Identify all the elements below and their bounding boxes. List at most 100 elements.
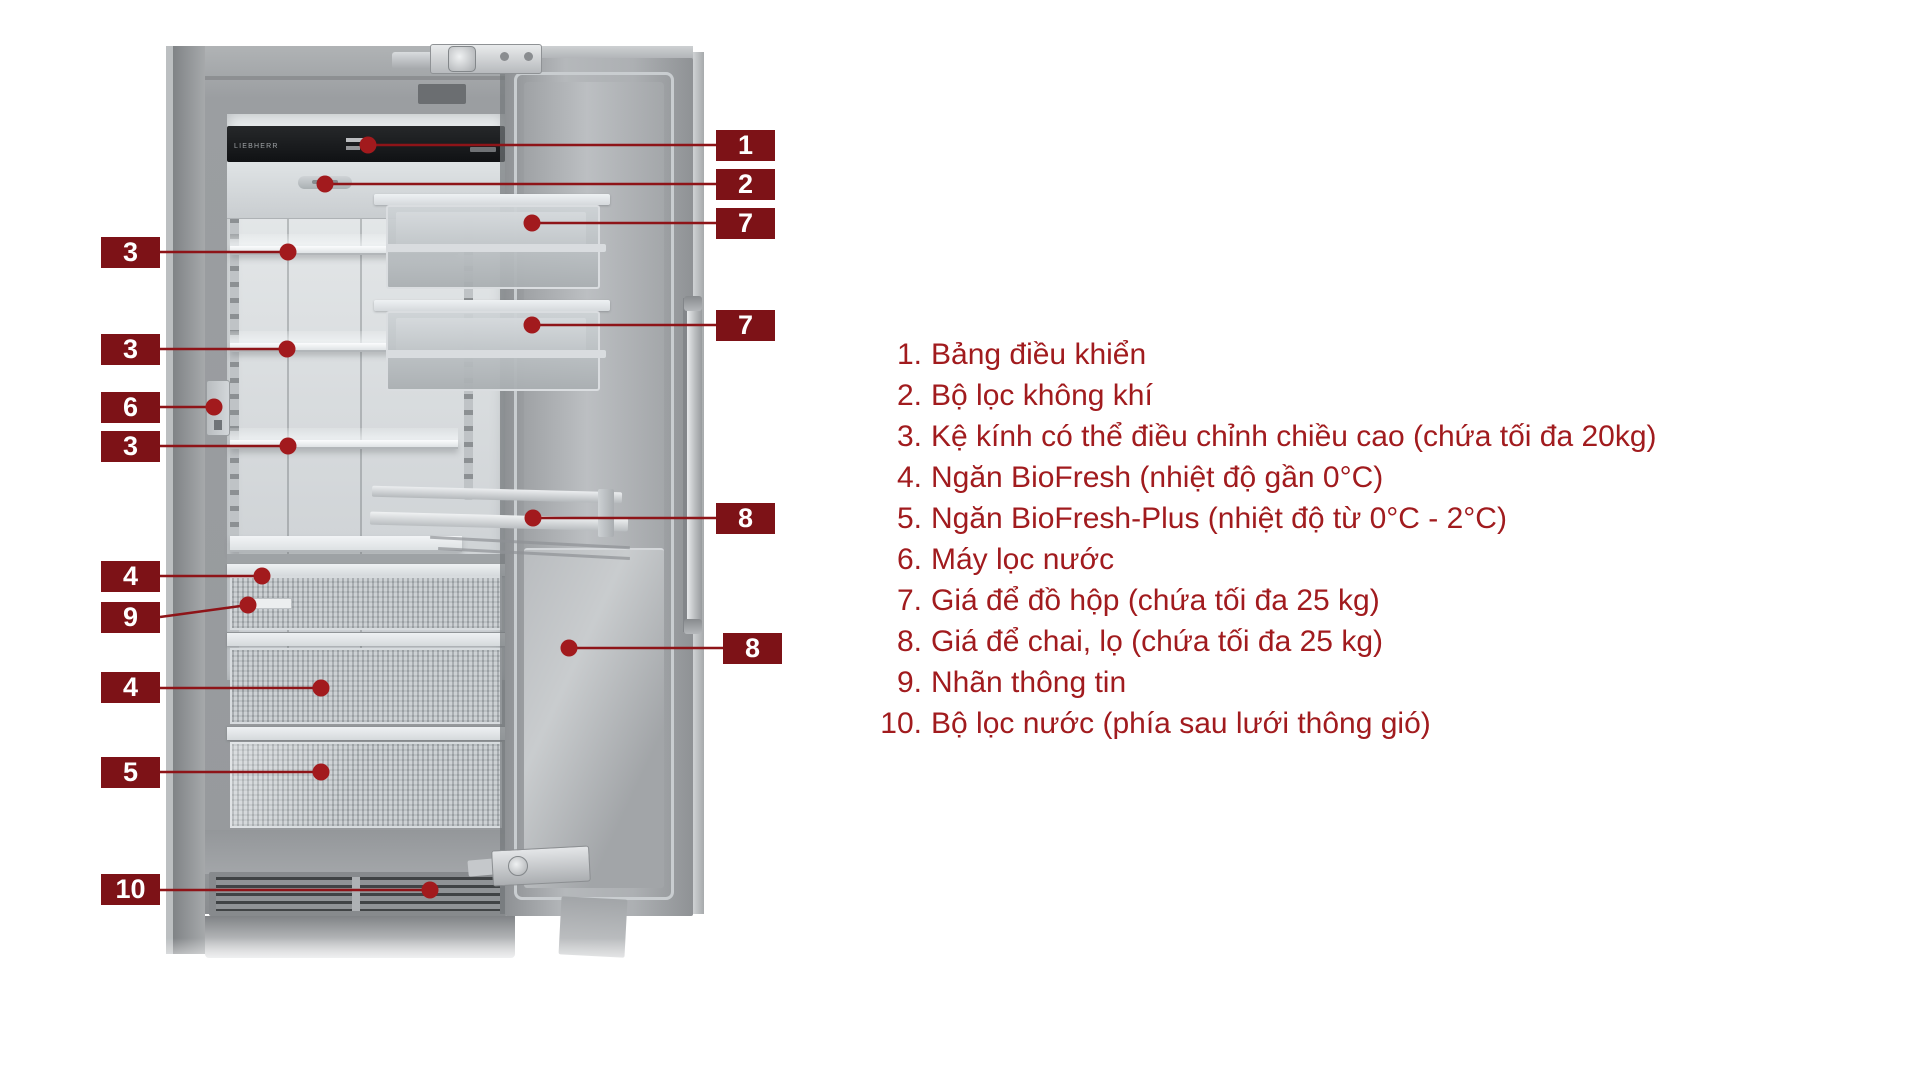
legend-item-text: Bảng điều khiển bbox=[931, 338, 1147, 371]
callout-dot bbox=[523, 316, 541, 334]
callout-3-upper-shelf: 3 bbox=[101, 237, 160, 268]
legend-item-text: Bộ lọc nước (phía sau lưới thông gió) bbox=[931, 707, 1431, 740]
callout-dot bbox=[239, 596, 257, 614]
door-can-shelf-rail bbox=[374, 300, 610, 311]
bottom-hinge-knuckle bbox=[508, 856, 528, 876]
legend-item-8: 8. Giá để chai, lọ (chứa tối đa 25 kg) bbox=[866, 621, 1657, 662]
glass-shelf-upper bbox=[230, 246, 458, 255]
legend-item-9: 9.Nhãn thông tin bbox=[866, 662, 1657, 703]
legend-item-number: 10. bbox=[880, 707, 922, 740]
callout-7-door-shelf-1: 7 bbox=[716, 208, 775, 239]
callout-1-control-panel: 1 bbox=[716, 130, 775, 161]
door-lower-panel bbox=[524, 548, 664, 888]
legend-item-text: Giá để đồ hộp (chứa tối đa 25 kg) bbox=[931, 584, 1380, 617]
compartment-divider-gap bbox=[227, 554, 505, 564]
bottom-white-fade bbox=[160, 938, 720, 990]
legend-item-text: Kệ kính có thể điều chỉnh chiều cao (chứ… bbox=[931, 420, 1657, 453]
callout-dot bbox=[205, 398, 223, 416]
top-hinge-knuckle bbox=[448, 46, 476, 72]
legend-item-10: 10. Bộ lọc nước (phía sau lưới thông gió) bbox=[866, 703, 1657, 744]
legend-item-number: 5. bbox=[896, 502, 922, 535]
hinge-screw bbox=[524, 52, 533, 61]
legend-item-number: 7. bbox=[896, 584, 922, 617]
shelf-rail-left bbox=[230, 170, 239, 675]
callout-4-biofresh-drawer-2: 4 bbox=[101, 672, 160, 703]
drawer-rail bbox=[227, 726, 505, 740]
brand-logo: LIEBHERR bbox=[234, 143, 279, 150]
legend-item-number: 8. bbox=[896, 625, 922, 658]
callout-dot bbox=[312, 763, 330, 781]
legend-item-number: 4. bbox=[896, 461, 922, 494]
legend-item-6: 6.Máy lọc nước bbox=[866, 539, 1657, 580]
top-vent-slot bbox=[418, 84, 466, 104]
callout-10-water-filter: 10 bbox=[101, 874, 160, 905]
legend-item-number: 3. bbox=[896, 420, 922, 453]
legend-item-1: 1. Bảng điều khiển bbox=[866, 334, 1657, 375]
legend-item-number: 9. bbox=[896, 666, 922, 699]
legend-item-7: 7. Giá để đồ hộp (chứa tối đa 25 kg) bbox=[866, 580, 1657, 621]
callout-dot bbox=[524, 509, 542, 527]
hinge-screw bbox=[500, 52, 509, 61]
door-handle-cap-top bbox=[684, 296, 702, 311]
callout-line bbox=[159, 603, 249, 619]
biofresh-drawer-1 bbox=[230, 576, 502, 630]
door-handle bbox=[687, 296, 702, 634]
legend-item-text: Giá để chai, lọ (chứa tối đa 25 kg) bbox=[931, 625, 1383, 658]
legend-item-text: Máy lọc nước bbox=[931, 543, 1115, 576]
callout-dot bbox=[523, 214, 541, 232]
callout-2-air-filter: 2 bbox=[716, 169, 775, 200]
cabinet-left-edge bbox=[166, 46, 173, 954]
callout-dot bbox=[312, 679, 330, 697]
vent-grille-post bbox=[352, 877, 360, 911]
callout-8-bottle-shelf-2: 8 bbox=[723, 633, 782, 664]
callout-dot bbox=[359, 136, 377, 154]
callout-8-bottle-shelf-1: 8 bbox=[716, 503, 775, 534]
callout-4-biofresh-drawer-1: 4 bbox=[101, 561, 160, 592]
drawer-rail bbox=[227, 564, 505, 576]
back-wall-seam bbox=[360, 170, 362, 675]
glass-shelf-middle bbox=[230, 343, 458, 352]
door-can-shelf-2-lip bbox=[386, 350, 606, 358]
callout-6-water-dispenser: 6 bbox=[101, 392, 160, 423]
legend-item-5: 5. Ngăn BioFresh-Plus (nhiệt độ từ 0°C - … bbox=[866, 498, 1657, 539]
callout-dot bbox=[560, 639, 578, 657]
door-can-shelf-1-lip bbox=[386, 244, 606, 252]
callout-dot bbox=[316, 175, 334, 193]
glass-shelf-lower bbox=[230, 440, 458, 449]
callout-dot bbox=[278, 340, 296, 358]
cabinet-side-panel bbox=[173, 46, 205, 954]
back-wall-seam bbox=[287, 170, 289, 675]
compartment-floor bbox=[230, 536, 462, 552]
bottle-shelf-bracket bbox=[598, 489, 614, 537]
panel-display-row bbox=[346, 138, 366, 142]
door-can-shelf-rail bbox=[374, 194, 610, 205]
callout-dot bbox=[421, 881, 439, 899]
callout-7-door-shelf-2: 7 bbox=[716, 310, 775, 341]
glass-shelf-lower-reflection bbox=[230, 428, 458, 440]
legend-item-number: 1. bbox=[896, 338, 922, 371]
biofresh-drawer-2 bbox=[230, 648, 502, 724]
callout-dot bbox=[253, 567, 271, 585]
cabinet-top-seam bbox=[205, 76, 545, 80]
legend: 1. Bảng điều khiển 2.Bộ lọc không khí 3. K… bbox=[866, 334, 1657, 744]
legend-item-2: 2.Bộ lọc không khí bbox=[866, 375, 1657, 416]
callout-9-info-label: 9 bbox=[101, 602, 160, 633]
callout-dot bbox=[279, 243, 297, 261]
callout-3-lower-shelf: 3 bbox=[101, 431, 160, 462]
legend-item-text: Ngăn BioFresh (nhiệt độ gần 0°C) bbox=[931, 461, 1384, 494]
callout-dot bbox=[279, 437, 297, 455]
panel-display-row bbox=[346, 146, 360, 150]
legend-item-3: 3. Kệ kính có thể điều chỉnh chiều cao (c… bbox=[866, 416, 1657, 457]
callout-5-biofresh-plus-drawer: 5 bbox=[101, 757, 160, 788]
door-top-cap bbox=[505, 46, 693, 60]
drawer-rail bbox=[227, 632, 505, 646]
biofresh-plus-drawer bbox=[230, 742, 502, 828]
panel-right-label bbox=[470, 147, 496, 152]
legend-item-4: 4. Ngăn BioFresh (nhiệt độ gần 0°C) bbox=[866, 457, 1657, 498]
water-dispenser-spout bbox=[214, 420, 222, 430]
legend-item-text: Ngăn BioFresh-Plus (nhiệt độ từ 0°C - 2°… bbox=[931, 502, 1507, 535]
legend-item-text: Bộ lọc không khí bbox=[931, 379, 1153, 412]
drawer-sheen bbox=[230, 742, 502, 828]
